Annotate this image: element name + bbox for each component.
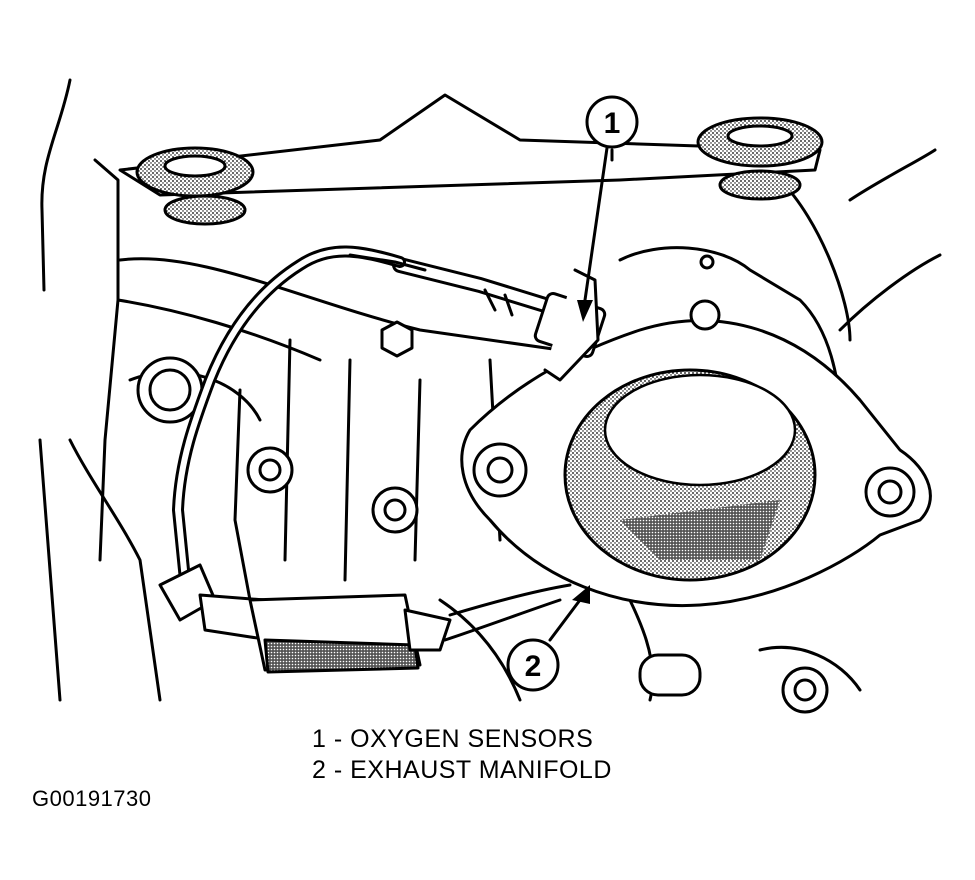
callout-2 xyxy=(506,585,590,692)
callout-1-number: 1 xyxy=(604,107,621,140)
sensor-wire xyxy=(172,245,427,586)
grommet-left xyxy=(135,146,255,226)
wire-connector xyxy=(158,563,572,674)
legend-item-oxygen-sensors: 1 - OXYGEN SENSORS xyxy=(312,725,594,753)
bolt xyxy=(371,486,419,534)
bolt xyxy=(246,446,294,494)
grommet-right xyxy=(696,116,824,201)
legend-item-exhaust-manifold: 2 - EXHAUST MANIFOLD xyxy=(312,756,612,784)
oxygen-sensor-illustration: 1 2 xyxy=(38,78,942,714)
oxygen-sensor xyxy=(392,257,607,382)
callout-1 xyxy=(577,95,639,322)
bolt xyxy=(638,653,702,697)
bolt xyxy=(781,666,829,714)
bolt xyxy=(380,320,414,358)
legend: 1 - OXYGEN SENSORS 2 - EXHAUST MANIFOLD xyxy=(312,724,612,786)
exhaust-manifold xyxy=(460,246,932,608)
figure-id: G00191730 xyxy=(32,786,152,811)
bolt xyxy=(136,356,204,424)
engine-block xyxy=(38,78,942,702)
callout-2-number: 2 xyxy=(525,650,542,683)
